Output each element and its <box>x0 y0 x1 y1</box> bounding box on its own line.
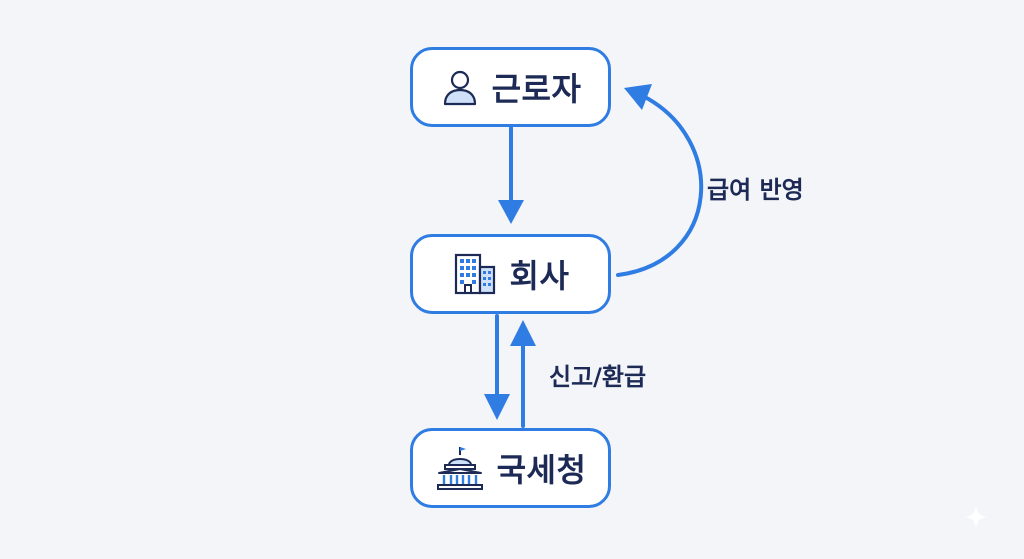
arrow-worker-to-company <box>498 126 524 224</box>
node-nts: 국세청 <box>410 428 611 508</box>
arrow-company-to-nts <box>484 314 510 420</box>
node-worker-label: 근로자 <box>491 70 582 108</box>
edge-label-salary-reflection: 급여 반영 <box>707 176 804 204</box>
building-icon <box>452 251 498 297</box>
edge-label-report-refund: 신고/환급 <box>549 363 647 391</box>
sparkle-icon <box>965 506 987 528</box>
government-building-icon <box>435 445 485 491</box>
node-company: 회사 <box>410 234 611 314</box>
person-icon <box>440 67 480 107</box>
node-worker: 근로자 <box>410 47 611 127</box>
node-company-label: 회사 <box>509 257 570 295</box>
arrow-company-to-worker <box>616 84 704 277</box>
node-nts-label: 국세청 <box>496 451 587 489</box>
arrow-nts-to-company <box>510 320 536 428</box>
